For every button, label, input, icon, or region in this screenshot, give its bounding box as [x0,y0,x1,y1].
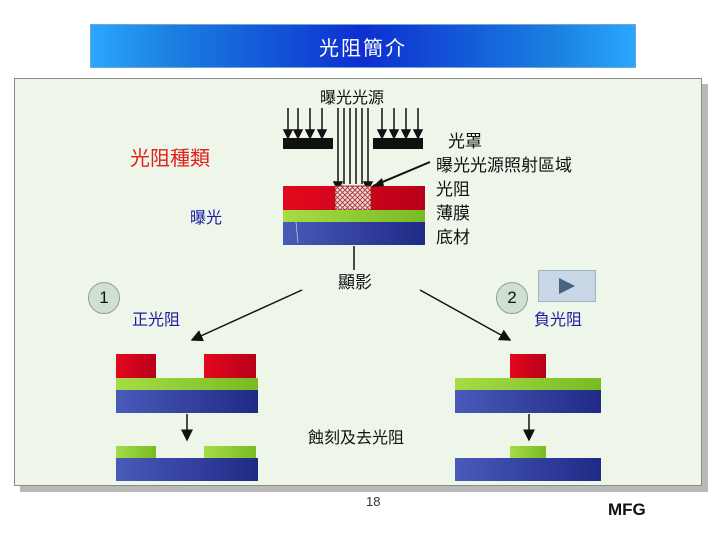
negative-branch-arrow [419,289,512,341]
step-1-badge: 1 [88,282,120,314]
legend-thin-film: 薄膜 [436,204,470,224]
negative-resist-label: 負光阻 [534,310,583,329]
thin-film-layer [283,210,425,222]
photomask [283,138,423,149]
footer-label: MFG [608,500,646,519]
step-2-number: 2 [507,288,517,307]
resist-types-label: 光阻種類 [130,146,210,170]
play-button[interactable] [538,270,596,302]
title-bar: 光阻簡介 [90,24,636,68]
exposure-label: 曝光 [190,208,223,227]
ray-arrow [388,108,400,140]
step-2-badge: 2 [496,282,528,314]
ray-arrow [292,108,304,140]
ray-arrow [412,108,424,140]
positive-branch-arrow [190,289,303,342]
positive-resist-label: 正光阻 [132,310,181,329]
positive-wafer-developed [116,354,258,413]
ray-arrow [304,108,316,140]
develop-label: 顯影 [338,273,372,293]
slide-title: 光阻簡介 [319,35,407,60]
ray-arrow [316,108,328,140]
negative-wafer-developed [455,354,601,413]
negative-wafer-etched [455,446,601,481]
play-icon [559,278,575,294]
page-number: 18 [366,494,381,509]
step-1-number: 1 [99,288,109,307]
ray-arrow [400,108,412,140]
etch-strip-label: 蝕刻及去光阻 [308,428,405,447]
exposed-region [334,185,372,211]
ray-arrow [282,108,294,140]
ray-arrow [376,108,388,140]
light-source-label: 曝光光源 [320,88,385,107]
legend-exposed-area: 曝光光源照射區域 [436,156,572,176]
legend-photoresist: 光阻 [436,180,470,200]
positive-wafer-etched [116,446,258,481]
substrate-layer [283,222,425,245]
light-rays [282,108,424,192]
legend-mask: 光罩 [448,132,482,152]
wafer-stack-exposure [283,185,425,245]
legend-substrate: 底材 [436,228,470,248]
layer-legend: 光罩 曝光光源照射區域 光阻 薄膜 底材 [436,130,572,250]
